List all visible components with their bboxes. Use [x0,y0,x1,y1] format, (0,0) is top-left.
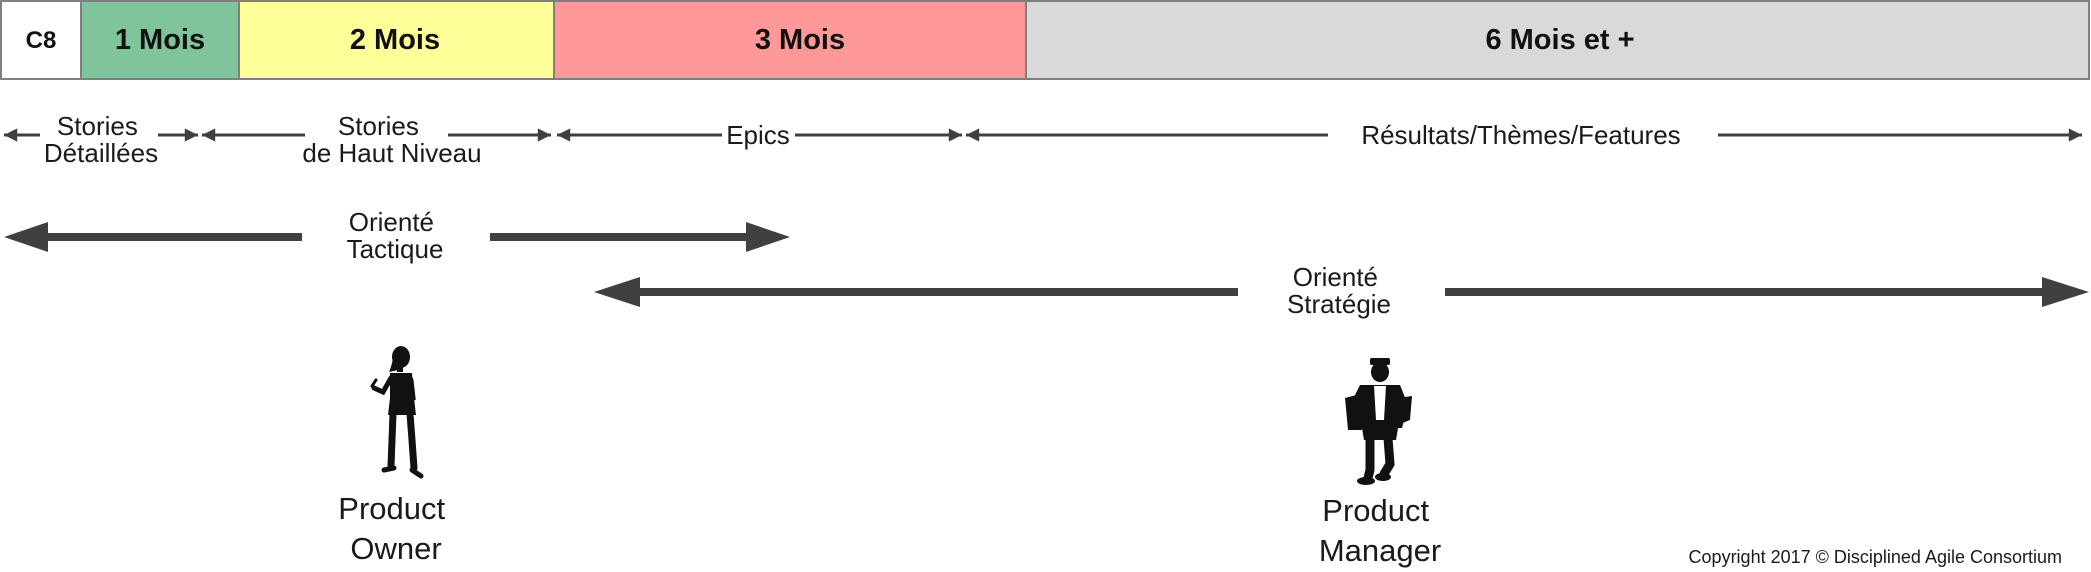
tactical-label: Orienté Tactique [347,207,444,264]
strategic-arrow [594,277,2089,307]
woman-figure-icon [370,346,424,479]
header-segment-2-months [238,0,555,80]
header-segment-6-months-plus [1025,0,2090,80]
strategic-label: Orienté Stratégie [1287,262,1391,319]
header-segment-1-month [80,0,240,80]
results-label: Résultats/Thèmes/Features [1361,120,1680,150]
man-figure-icon [1345,358,1412,485]
header-segment-2-months-label: 2 Mois [350,24,440,56]
header-segment-6-months-plus-label: 6 Mois et + [1485,24,1634,56]
copyright-notice: Copyright 2017 © Disciplined Agile Conso… [1689,547,2062,567]
header-segment-1-month-label: 1 Mois [115,24,205,56]
tactical-arrow [4,222,790,252]
timeline-header: C8 1 Mois 2 Mois 3 Mois 6 Mois et + [0,0,2090,80]
product-owner-label: Product Owner [338,491,453,566]
header-code-cell [0,0,82,80]
stories-detailed-label: Stories Détaillées [44,111,158,168]
strategic-arrow-right-head [2042,277,2089,307]
strategic-arrow-left-head [594,277,640,307]
stories-high-level-label: Stories de Haut Niveau [302,111,481,168]
product-manager-label: Product Manager [1319,493,1441,568]
tactical-arrow-left-head [4,222,48,252]
header-segment-3-months [553,0,1027,80]
header-code-label: C8 [26,27,57,54]
tactical-arrow-right-head [746,222,790,252]
epics-label: Epics [726,120,790,150]
header-segment-3-months-label: 3 Mois [755,24,845,56]
